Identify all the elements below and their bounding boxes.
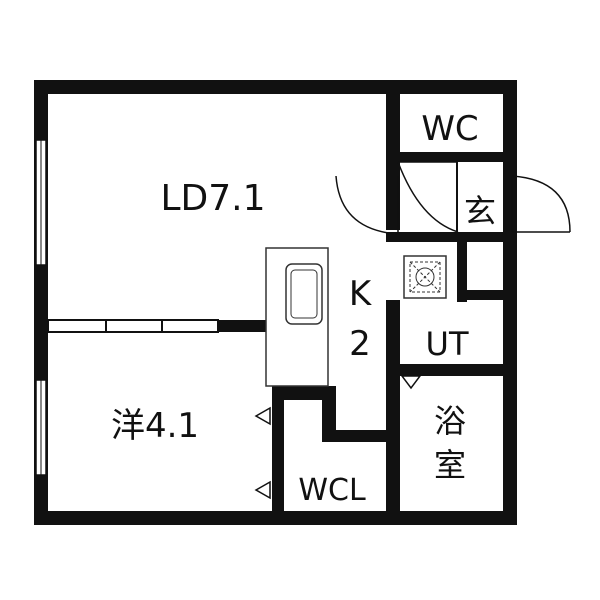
room-label-kitchen-k: K <box>349 274 373 314</box>
room-label-ld: LD7.1 <box>160 178 265 219</box>
room-label-wcl: WCL <box>298 473 366 508</box>
room-label-bath-top: 浴 <box>434 402 466 440</box>
interior-walls <box>218 80 517 525</box>
kitchen-sink-icon <box>285 263 323 325</box>
room-label-western: 洋4.1 <box>111 406 199 446</box>
washer-space-icon <box>403 255 447 299</box>
door-swing-icon <box>335 161 571 235</box>
door-marker-icons <box>254 375 422 500</box>
room-label-entrance: 玄 <box>464 192 496 230</box>
room-label-kitchen-size: 2 <box>349 324 371 364</box>
sliding-partition <box>47 319 219 333</box>
room-label-ut: UT <box>426 325 469 363</box>
room-label-wc: WC <box>421 109 478 149</box>
room-label-bath-bottom: 室 <box>434 446 466 484</box>
window-icon <box>35 139 47 476</box>
